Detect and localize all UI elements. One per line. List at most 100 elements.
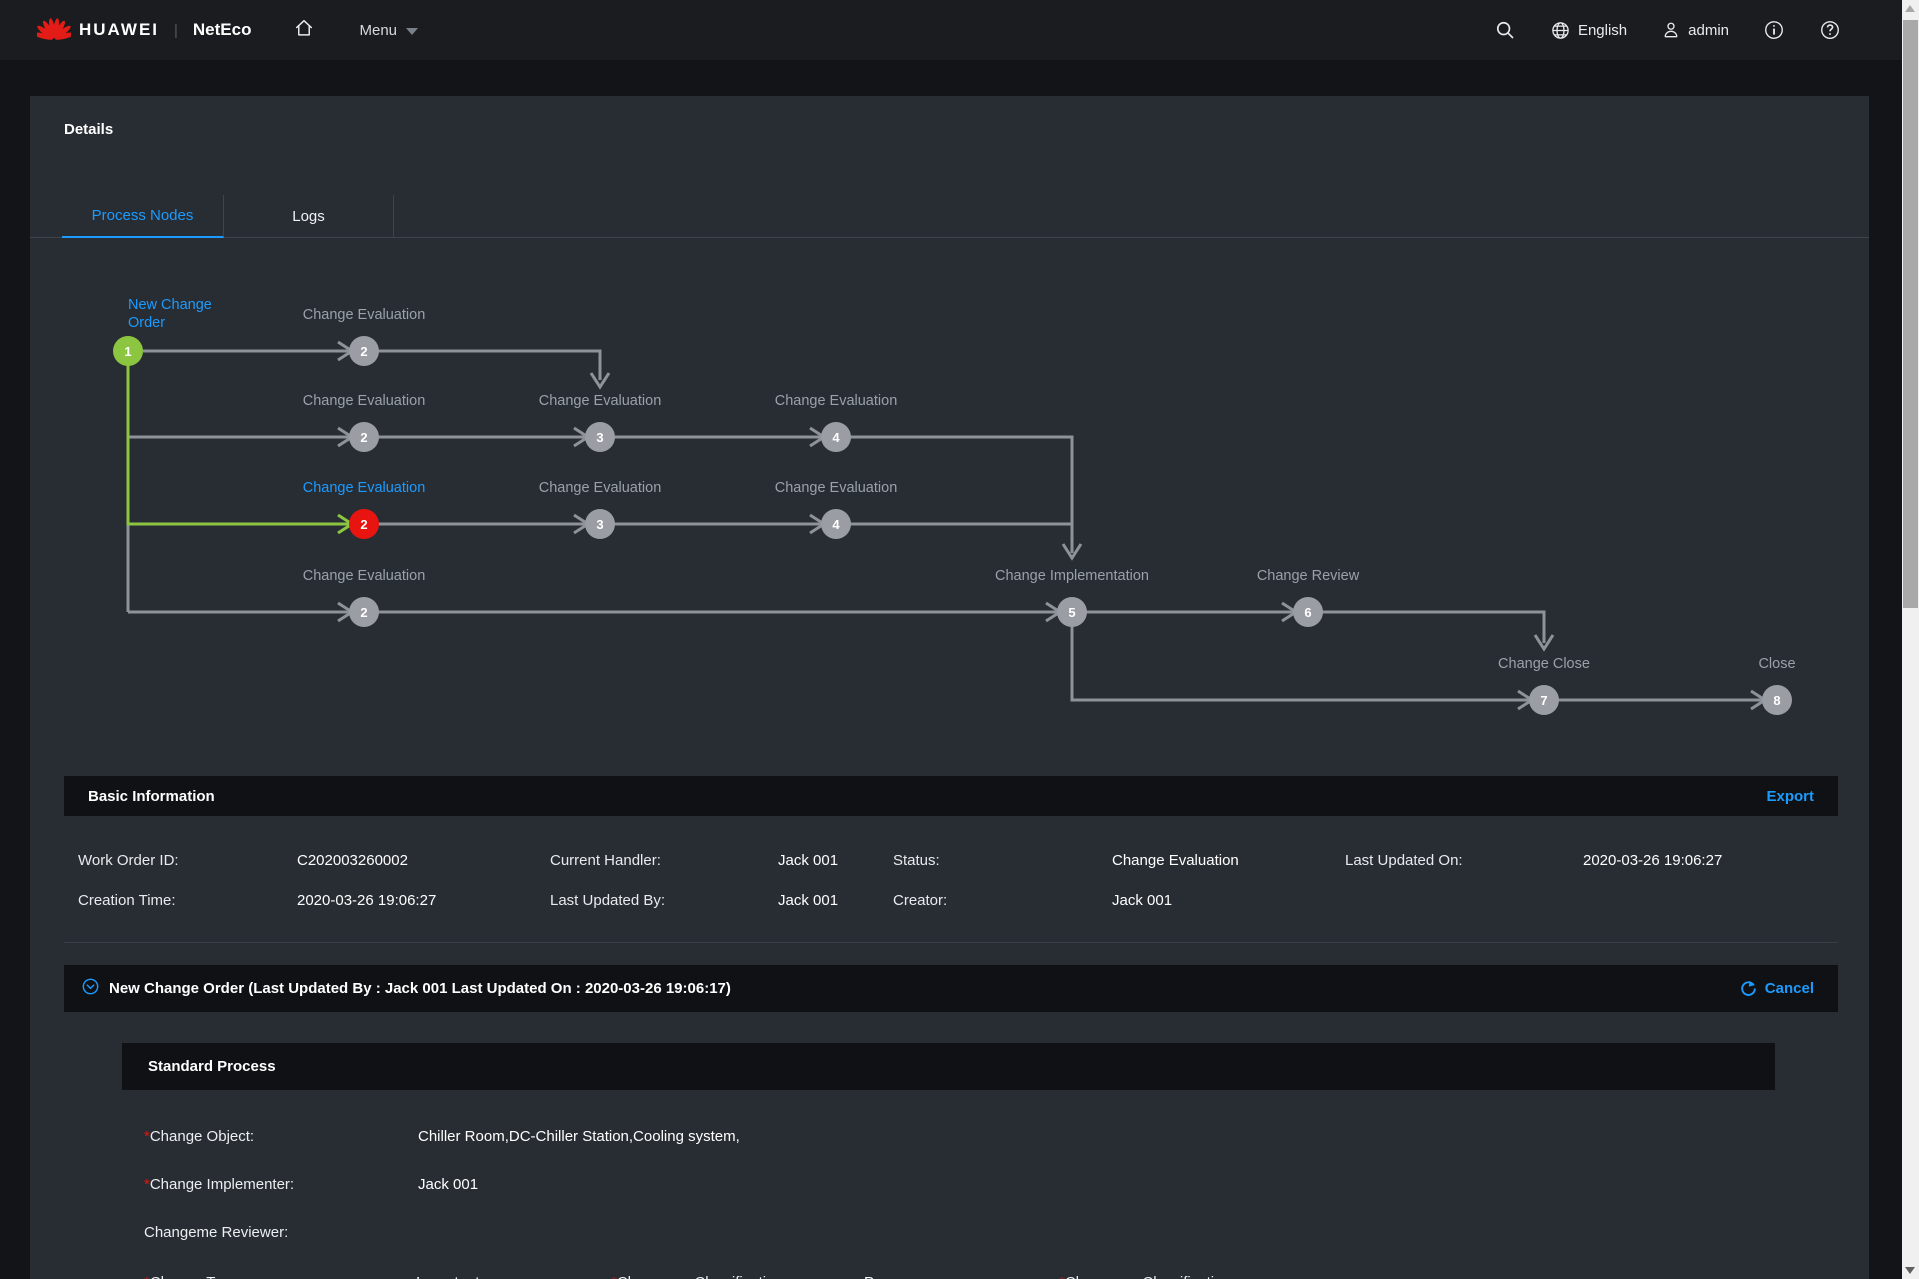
flow-node-1[interactable]: 1 (113, 336, 143, 366)
menu-label: Menu (359, 21, 398, 39)
huawei-logo-icon (33, 15, 75, 46)
field-label: Change Implementer: (149, 1175, 295, 1193)
info-icon (1763, 19, 1785, 41)
user-icon (1661, 20, 1681, 40)
flow-label: Change Evaluation (303, 307, 426, 323)
cancel-label: Cancel (1764, 980, 1814, 997)
field-label: Change Object: (149, 1127, 255, 1145)
flow-node-7[interactable]: 7 (1529, 685, 1559, 715)
flow-label: Change Close (1498, 656, 1590, 672)
field-value: Jack 001 (778, 891, 839, 909)
field-label: Last Updated By: (550, 891, 666, 909)
field-value: 2020-03-26 19:06:27 (1583, 851, 1723, 869)
form-field-change-object: *Change Object: Chiller Room,DC-Chiller … (144, 1112, 1775, 1160)
language-label: English (1577, 21, 1628, 39)
flow-node-8[interactable]: 8 (1762, 685, 1792, 715)
flow-node-2[interactable]: 2 (349, 336, 379, 366)
info-button[interactable] (1763, 19, 1785, 41)
flow-label: Change Implementation (995, 568, 1149, 584)
required-asterisk: * (144, 1274, 150, 1279)
flow-label: Change Evaluation (303, 393, 426, 409)
field-value: C202003260002 (297, 851, 408, 869)
svg-text:7: 7 (1540, 693, 1547, 708)
form-field-bottom-row: *Change Type: Important *Changeme Classi… (144, 1258, 1775, 1279)
page-title: Details (64, 121, 114, 138)
flow-connectors (126, 349, 1777, 702)
user-menu[interactable]: admin (1661, 20, 1729, 40)
flow-node-5[interactable]: 5 (1057, 597, 1087, 627)
form-field-changeme-reviewer: Changeme Reviewer: (144, 1208, 1775, 1256)
form-field-change-implementer: *Change Implementer: Jack 001 (144, 1160, 1775, 1208)
help-button[interactable] (1819, 19, 1841, 41)
svg-text:5: 5 (1068, 605, 1075, 620)
svg-text:3: 3 (596, 430, 603, 445)
details-panel: Details Process Nodes Logs (30, 96, 1869, 1279)
svg-text:4: 4 (832, 430, 840, 445)
svg-text:2: 2 (360, 344, 367, 359)
globe-icon (1550, 20, 1571, 41)
field-label: Creation Time: (78, 891, 176, 909)
home-icon (293, 17, 315, 44)
flow-label-current: Change Evaluation (303, 480, 426, 496)
basic-information-title: Basic Information (88, 787, 215, 805)
flow-node-4c[interactable]: 4 (821, 509, 851, 539)
required-asterisk: * (611, 1274, 617, 1279)
field-label: Change Type: (150, 1274, 243, 1279)
required-asterisk: * (144, 1127, 150, 1145)
flow-node-2b[interactable]: 2 (349, 422, 379, 452)
basic-info-row: Creation Time: 2020-03-26 19:06:27 Last … (78, 880, 1838, 920)
help-icon (1819, 19, 1841, 41)
process-flowchart: New Change Order Change Evaluation Chang… (113, 297, 1796, 715)
flow-node-3b[interactable]: 3 (585, 422, 615, 452)
scroll-up-arrow-icon[interactable] (1905, 5, 1915, 12)
field-value: Important (416, 1274, 611, 1279)
tab-strip: Process Nodes Logs (30, 195, 1869, 238)
standard-process-section: Standard Process *Change Object: Chiller… (122, 1043, 1775, 1279)
field-value: Jack 001 (418, 1175, 479, 1193)
flow-label: Change Evaluation (303, 568, 426, 584)
svg-text:6: 6 (1304, 605, 1311, 620)
flow-connector-active (126, 351, 364, 526)
svg-text:2: 2 (360, 605, 367, 620)
standard-process-title: Standard Process (148, 1058, 276, 1075)
field-label: Changeme Classification: (617, 1274, 787, 1279)
field-value: Power (864, 1274, 1059, 1279)
flow-node-2-current[interactable]: 2 (349, 509, 379, 539)
field-value: Jack 001 (1112, 891, 1173, 909)
cancel-button[interactable]: Cancel (1739, 979, 1814, 998)
field-value: Chiller Room,DC-Chiller Station,Cooling … (418, 1127, 740, 1145)
export-button[interactable]: Export (1766, 787, 1814, 805)
top-bar: HUAWEI | NetEco Menu (0, 0, 1919, 60)
new-change-order-header: New Change Order (Last Updated By : Jack… (64, 965, 1838, 1012)
basic-information-section: Basic Information Export Work Order ID: … (64, 776, 1838, 943)
vertical-scrollbar[interactable] (1902, 0, 1919, 1279)
collapse-section-icon[interactable] (82, 978, 99, 999)
field-label: Changeme Reviewer: (144, 1223, 289, 1241)
scroll-down-arrow-icon[interactable] (1905, 1267, 1915, 1274)
flow-node-2d[interactable]: 2 (349, 597, 379, 627)
menu-button[interactable]: Menu (359, 21, 419, 39)
brand-text: HUAWEI (79, 20, 159, 39)
chevron-down-icon (406, 27, 419, 35)
required-asterisk: * (1059, 1274, 1065, 1279)
scrollbar-thumb[interactable] (1903, 20, 1918, 608)
field-label: Changeme Classification: (1065, 1274, 1235, 1279)
flow-node-3c[interactable]: 3 (585, 509, 615, 539)
flow-node-6[interactable]: 6 (1293, 597, 1323, 627)
tab-logs[interactable]: Logs (224, 195, 394, 238)
svg-text:2: 2 (360, 517, 367, 532)
tab-process-nodes[interactable]: Process Nodes (62, 195, 224, 238)
search-button[interactable] (1494, 19, 1516, 41)
flow-label-new-change-order: New Change Order (128, 297, 216, 331)
field-value: Jack 001 (778, 851, 839, 869)
required-asterisk: * (144, 1175, 150, 1193)
language-switcher[interactable]: English (1550, 20, 1627, 41)
flow-node-4b[interactable]: 4 (821, 422, 851, 452)
svg-text:2: 2 (360, 430, 367, 445)
field-label: Work Order ID: (78, 851, 179, 869)
home-button[interactable] (293, 17, 315, 44)
field-label: Last Updated On: (1345, 851, 1463, 869)
field-label: Status: (893, 851, 940, 869)
search-icon (1494, 19, 1516, 41)
flow-label: Change Evaluation (539, 393, 662, 409)
